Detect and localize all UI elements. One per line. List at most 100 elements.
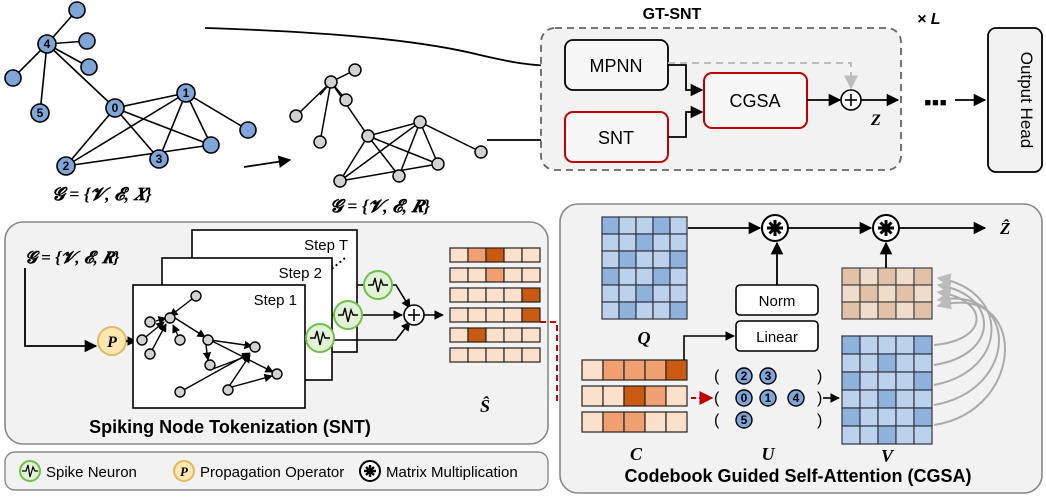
u-codebook: ( ) ( ) ( ) 2 3 0 1 4 5 — [714, 367, 822, 429]
u-index-1: 1 — [765, 391, 772, 405]
matrix-cell — [841, 267, 861, 286]
matrix-cell — [877, 389, 897, 409]
matrix-cell — [895, 335, 915, 355]
output-head-label: Output Head — [1017, 52, 1036, 148]
matrix-cell — [913, 284, 933, 303]
node-label-2: 2 — [63, 159, 70, 173]
matrix-cell — [467, 327, 487, 343]
snt-label: SNT — [598, 128, 634, 148]
matrix-cell — [644, 411, 667, 433]
matrix-cell — [635, 250, 654, 269]
matrix-cell — [623, 385, 646, 407]
legend-matrix-multiplication: Matrix Multiplication — [386, 464, 518, 481]
matrix-cell — [669, 301, 688, 320]
matrix-cell — [581, 385, 604, 407]
matrix-cell — [602, 359, 625, 381]
matrix-cell — [485, 267, 505, 283]
matrix-cell — [895, 371, 915, 391]
matrix-cell — [859, 353, 879, 373]
matrix-cell — [913, 335, 933, 355]
node-1 — [176, 83, 196, 103]
node-4 — [37, 34, 57, 54]
matrix-cell — [841, 335, 861, 355]
legend — [4, 451, 549, 491]
matrix-cell — [652, 284, 671, 303]
matrix-cell — [669, 267, 688, 286]
matrix-cell — [652, 216, 671, 235]
matrix-cell — [859, 335, 879, 355]
gather-arrows — [933, 273, 1006, 426]
spiking-graph — [289, 63, 488, 188]
matrix-cell — [449, 287, 469, 303]
matrix-cell — [618, 216, 637, 235]
node-label-4: 4 — [44, 37, 51, 51]
graph-spiking-label: 𝓖 = {𝓥, 𝓔, 𝑹} — [330, 196, 431, 216]
svg-text:(: ( — [714, 390, 720, 407]
matmul-2 — [872, 214, 900, 242]
matrix-cell — [652, 250, 671, 269]
matrix-cell — [913, 389, 933, 409]
matrix-cell — [877, 284, 897, 303]
cgsa-label: CGSA — [729, 91, 780, 111]
z-hat-label: Ẑ — [999, 219, 1010, 238]
z-label: Z — [870, 112, 881, 129]
matrix-cell — [635, 301, 654, 320]
step-1-label: Step 1 — [254, 292, 297, 309]
matrix-cell — [665, 411, 688, 433]
spike-neuron-t — [363, 270, 393, 300]
matrix-cell — [859, 284, 879, 303]
matrix-cell — [601, 267, 620, 286]
u-index-5: 5 — [741, 413, 748, 427]
matrix-cell — [467, 247, 487, 263]
matrix-cell — [449, 327, 469, 343]
matrix-cell — [877, 407, 897, 427]
matrix-cell — [503, 267, 523, 283]
matrix-cell — [652, 267, 671, 286]
u-index-0: 0 — [741, 391, 748, 405]
matrix-cell — [913, 371, 933, 391]
matrix-cell — [623, 359, 646, 381]
matrix-cell — [895, 267, 915, 286]
mpnn-label: MPNN — [590, 56, 643, 76]
matrix-cell — [859, 425, 879, 445]
matrix-cell — [859, 301, 879, 320]
node-label-3: 3 — [156, 152, 163, 166]
u-label: U — [762, 444, 776, 464]
matrix-cell — [877, 335, 897, 355]
q-label: Q — [638, 328, 651, 348]
matrix-cell — [601, 216, 620, 235]
continuation-dots: ■ ■ ■ — [924, 97, 945, 109]
matrix-cell — [635, 216, 654, 235]
matrix-cell — [602, 385, 625, 407]
matrix-cell — [859, 371, 879, 391]
matrix-cell — [485, 307, 505, 323]
legend-propagation-icon — [173, 460, 195, 482]
matrix-cell — [485, 247, 505, 263]
matrix-cell — [859, 267, 879, 286]
u-index-2: 2 — [741, 369, 748, 383]
matrix-cell — [665, 385, 688, 407]
graph-input-label: 𝓖 = {𝓥, 𝓔, 𝑿} — [52, 184, 152, 204]
matrix-cell — [841, 284, 861, 303]
repeat-label: × L — [917, 11, 941, 28]
v-label: V — [881, 446, 895, 466]
matrix-cell — [644, 385, 667, 407]
matrix-cell — [618, 267, 637, 286]
matrix-cell — [485, 347, 505, 363]
legend-propagation-symbol: P — [180, 464, 189, 479]
output-head-block — [987, 27, 1043, 173]
matrix-cell — [913, 425, 933, 445]
matrix-cell — [877, 425, 897, 445]
legend-spike-icon — [19, 460, 41, 482]
svg-text:(: ( — [714, 412, 720, 429]
matrix-cell — [521, 307, 541, 323]
matrix-cell — [601, 301, 620, 320]
matrix-cell — [581, 359, 604, 381]
legend-spike-neuron: Spike Neuron — [46, 464, 137, 481]
matrix-cell — [601, 233, 620, 252]
matrix-cell — [895, 407, 915, 427]
matrix-cell — [601, 284, 620, 303]
v-matrix — [841, 335, 933, 445]
matrix-cell — [618, 233, 637, 252]
matrix-cell — [635, 284, 654, 303]
